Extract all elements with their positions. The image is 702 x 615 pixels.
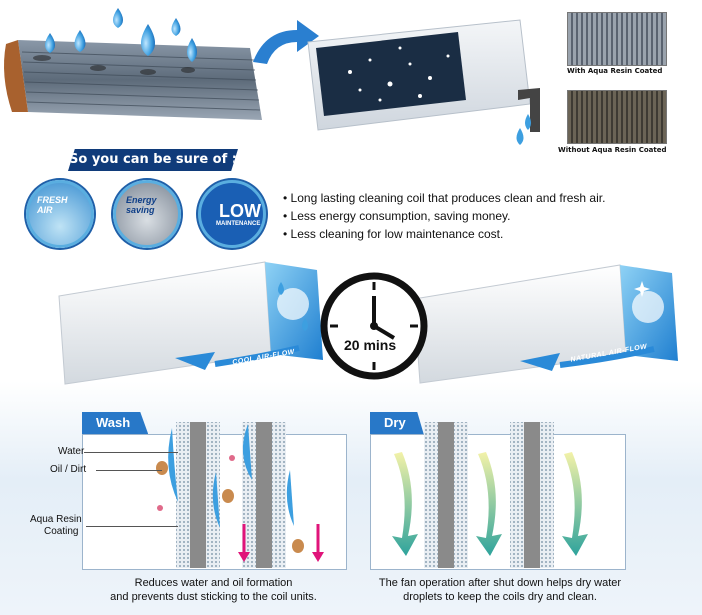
low-maintenance-icon: LOW MAINTENANCE xyxy=(198,180,266,248)
dry-panel xyxy=(370,434,626,570)
benefit-list: • Long lasting cleaning coil that produc… xyxy=(283,191,605,245)
coated-caption: With Aqua Resin Coated xyxy=(567,67,663,75)
low-label: LOW xyxy=(219,201,261,221)
process-arrow-icon xyxy=(253,20,319,64)
benefit-item: • Long lasting cleaning coil that produc… xyxy=(283,191,606,205)
oil-dirt-label: Oil / Dirt xyxy=(50,464,87,475)
energy-saving-label: Energy saving xyxy=(126,195,157,215)
uncoated-coil-photo xyxy=(567,90,667,144)
ac-unit-top xyxy=(307,19,540,145)
maintenance-label: MAINTENANCE xyxy=(216,221,261,227)
dry-caption-line: droplets to keep the coils dry and clean… xyxy=(403,591,597,603)
water-label: Water xyxy=(58,446,85,457)
wash-diagram xyxy=(156,422,324,568)
wash-tab: Wash xyxy=(82,412,149,434)
uncoated-caption: Without Aqua Resin Coated xyxy=(558,146,667,154)
water-pointer xyxy=(84,452,178,453)
coating-pointer xyxy=(86,526,178,527)
oil-pointer xyxy=(96,470,162,471)
timer-label: 20 mins xyxy=(344,337,397,353)
fresh-air-label: FRESH AIR xyxy=(37,195,68,215)
ac-unit-left xyxy=(58,261,323,385)
dry-caption: The fan operation after shut down helps … xyxy=(350,576,650,604)
wash-caption-line: and prevents dust sticking to the coil u… xyxy=(110,591,317,603)
ac-unit-right xyxy=(413,264,678,384)
wash-caption: Reduces water and oil formation and prev… xyxy=(82,576,345,604)
benefit-item: • Less cleaning for low maintenance cost… xyxy=(283,227,504,241)
dry-diagram xyxy=(392,422,588,568)
coating-label: Coating xyxy=(44,526,79,537)
benefits-banner: So you can be sure of : xyxy=(68,149,238,171)
coated-coil-photo xyxy=(567,12,667,66)
wash-caption-line: Reduces water and oil formation xyxy=(134,577,293,589)
dry-caption-line: The fan operation after shut down helps … xyxy=(378,577,622,589)
timer-clock-icon xyxy=(320,272,428,380)
fresh-air-icon: FRESH AIR xyxy=(26,180,94,248)
energy-saving-icon: Energy saving xyxy=(113,180,181,248)
coil-illustration xyxy=(4,8,262,120)
aqua-resin-label: Aqua Resin xyxy=(30,514,82,525)
benefit-item: • Less energy consumption, saving money. xyxy=(283,209,511,223)
dry-tab: Dry xyxy=(370,412,424,434)
